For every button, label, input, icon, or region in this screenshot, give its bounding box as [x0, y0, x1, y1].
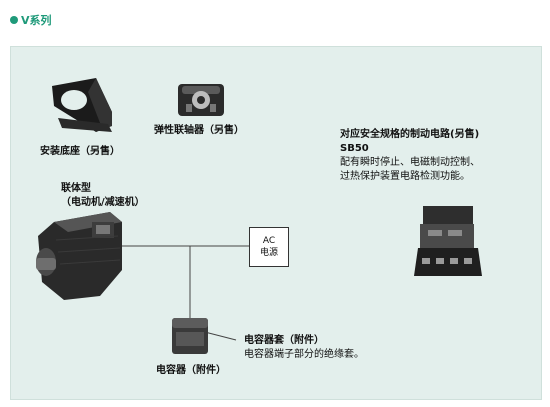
power-label: 电源 [259, 248, 278, 258]
bracket-label: 安装底座（另售） [40, 146, 120, 157]
brake-circuit-model: SB50 [340, 143, 369, 154]
brake-circuit-title: 对应安全规格的制动电路(另售) [340, 129, 480, 140]
capacitor-label: 电容器（附件） [156, 365, 226, 376]
gearmotor-image [36, 212, 122, 300]
series-header: V系列 [10, 12, 52, 28]
motor-label-line2: （电动机/减速机） [61, 197, 145, 208]
mounting-bracket-image [52, 78, 112, 132]
ac-label: AC [262, 235, 276, 246]
brake-circuit-desc1: 配有瞬时停止、电磁制动控制、 [340, 157, 480, 168]
brake-circuit-image [414, 206, 482, 276]
coupling-image [178, 84, 224, 116]
capacitor-cover-desc: 电容器端子部分的绝缘套。 [244, 349, 364, 360]
series-title: V系列 [21, 14, 52, 27]
capacitor-cover-title: 电容器套（附件） [244, 335, 324, 346]
capacitor-image [172, 318, 208, 354]
bullet-icon [10, 16, 18, 24]
ac-power-box: AC 电源 [249, 227, 289, 267]
coupling-label: 弹性联轴器（另售） [154, 125, 244, 136]
motor-label-line1: 联体型 [61, 183, 91, 194]
brake-circuit-desc2: 过热保护装置电路检测功能。 [340, 171, 470, 182]
